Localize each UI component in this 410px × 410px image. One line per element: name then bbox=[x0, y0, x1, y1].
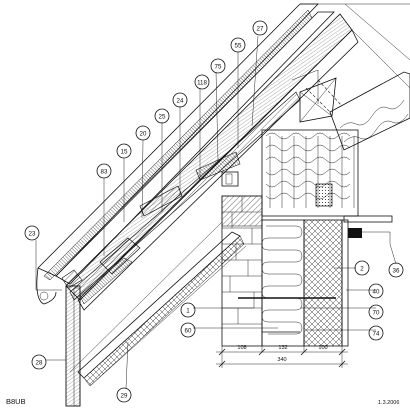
drawing-code: B8UB bbox=[6, 397, 26, 406]
eave-fascia bbox=[36, 257, 133, 407]
dimension-line: 108 132 100 340 bbox=[216, 345, 348, 368]
callout-1: 1 bbox=[180, 302, 196, 318]
svg-text:24: 24 bbox=[177, 97, 184, 104]
callout-83: 83 bbox=[96, 163, 112, 179]
drawing-date: 1.3.2006 bbox=[378, 400, 399, 406]
callout-55: 55 bbox=[230, 37, 246, 53]
svg-text:60: 60 bbox=[185, 327, 192, 334]
svg-text:40: 40 bbox=[373, 288, 380, 295]
callout-15: 15 bbox=[116, 143, 132, 159]
svg-text:70: 70 bbox=[373, 309, 380, 316]
callout-60: 60 bbox=[180, 322, 196, 338]
svg-text:55: 55 bbox=[235, 42, 242, 49]
callout-25: 25 bbox=[154, 108, 170, 124]
svg-text:27: 27 bbox=[257, 25, 264, 32]
svg-text:20: 20 bbox=[140, 130, 147, 137]
svg-text:83: 83 bbox=[101, 168, 108, 175]
dimension-total: 340 bbox=[277, 357, 286, 363]
svg-text:28: 28 bbox=[36, 359, 43, 366]
svg-text:118: 118 bbox=[197, 79, 207, 86]
svg-text:2: 2 bbox=[360, 265, 364, 272]
svg-text:36: 36 bbox=[393, 267, 400, 274]
svg-text:75: 75 bbox=[215, 63, 222, 70]
insulation-wave bbox=[261, 225, 303, 335]
wall-plate bbox=[99, 151, 241, 275]
callout-28: 28 bbox=[31, 354, 47, 370]
callout-27: 27 bbox=[252, 20, 268, 36]
svg-text:25: 25 bbox=[159, 113, 166, 120]
callout-118: 118 bbox=[194, 74, 210, 90]
svg-text:29: 29 bbox=[121, 392, 128, 399]
callout-24: 24 bbox=[172, 92, 188, 108]
svg-text:15: 15 bbox=[121, 148, 128, 155]
svg-text:1: 1 bbox=[186, 307, 190, 314]
callout-40: 40 bbox=[368, 283, 384, 299]
callout-2: 2 bbox=[354, 260, 370, 276]
callout-36: 36 bbox=[388, 262, 404, 278]
callouts: 27 55 75 118 24 25 20 15 bbox=[24, 20, 404, 403]
dimension-segment-2: 132 bbox=[278, 345, 287, 351]
callout-70: 70 bbox=[368, 304, 384, 320]
svg-text:74: 74 bbox=[373, 330, 380, 337]
wall-tie-lines bbox=[238, 297, 336, 333]
attic-insulation bbox=[261, 71, 410, 217]
wall-build-up bbox=[221, 195, 393, 347]
callout-29: 29 bbox=[116, 387, 132, 403]
dimension-segment-1: 108 bbox=[237, 345, 246, 351]
callout-75: 75 bbox=[210, 58, 226, 74]
callout-20: 20 bbox=[135, 125, 151, 141]
callout-74: 74 bbox=[368, 325, 384, 341]
dimension-segment-3: 100 bbox=[318, 345, 327, 351]
ceiling-slope bbox=[69, 221, 247, 387]
svg-text:23: 23 bbox=[29, 230, 36, 237]
callout-23: 23 bbox=[24, 225, 40, 241]
leader-lines bbox=[35, 35, 397, 389]
